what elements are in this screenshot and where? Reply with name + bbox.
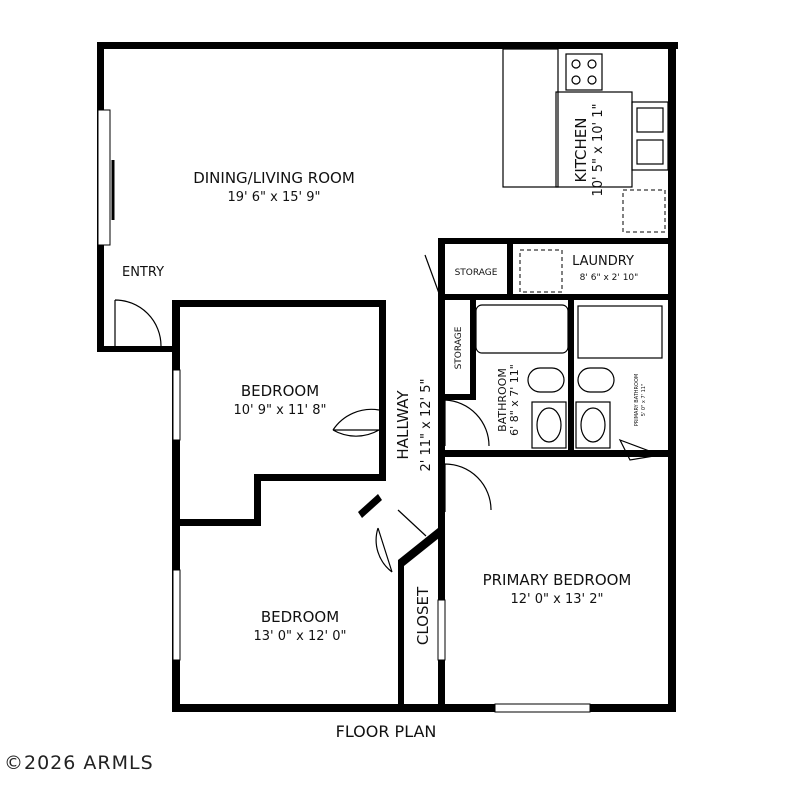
room-name: BEDROOM <box>241 382 319 400</box>
watermark: ©2026 ARMLS <box>4 752 154 774</box>
room-dining-living: DINING/LIVING ROOM 19' 6" x 15' 9" <box>193 169 355 205</box>
room-entry: ENTRY <box>122 265 164 280</box>
room-name: BEDROOM <box>261 608 339 626</box>
room-size: 10' 9" x 11' 8" <box>234 403 327 418</box>
room-name: LAUNDRY <box>572 254 634 269</box>
room-name: BATHROOM <box>496 368 509 432</box>
room-bedroom-2: BEDROOM 13' 0" x 12' 0" <box>254 608 347 644</box>
fixtures <box>475 48 669 449</box>
room-size: 8' 6" x 2' 10" <box>580 273 639 283</box>
room-closet: CLOSET <box>414 586 432 645</box>
room-size: 19' 6" x 15' 9" <box>228 190 321 205</box>
room-laundry: LAUNDRY 8' 6" x 2' 10" <box>572 254 638 283</box>
doors <box>114 254 663 573</box>
floor-plan-title: FLOOR PLAN <box>335 722 437 741</box>
room-name: PRIMARY BEDROOM <box>483 571 632 589</box>
room-size: 5' 0" x 7' 11" <box>641 384 647 417</box>
room-name: PRIMARY BATHROOM <box>634 374 640 426</box>
room-size: 6' 8" x 7' 11" <box>508 364 521 436</box>
room-size: 2' 11" x 12' 5" <box>419 379 434 472</box>
room-storage: STORAGE <box>455 268 498 278</box>
room-kitchen: KITCHEN 10' 5" x 10' 1" <box>572 104 606 197</box>
room-name: HALLWAY <box>394 390 412 460</box>
room-storage-2: STORAGE <box>454 326 464 369</box>
room-primary-bathroom: PRIMARY BATHROOM 5' 0" x 7' 11" <box>634 374 647 426</box>
room-size: 13' 0" x 12' 0" <box>254 629 347 644</box>
room-name: KITCHEN <box>572 118 590 183</box>
room-bathroom: BATHROOM 6' 8" x 7' 11" <box>496 364 521 436</box>
room-name: DINING/LIVING ROOM <box>193 169 355 187</box>
room-primary-bedroom: PRIMARY BEDROOM 12' 0" x 13' 2" <box>483 571 632 607</box>
room-bedroom-1: BEDROOM 10' 9" x 11' 8" <box>234 382 327 418</box>
room-size: 10' 5" x 10' 1" <box>591 104 606 197</box>
room-size: 12' 0" x 13' 2" <box>511 592 604 607</box>
room-hallway: HALLWAY 2' 11" x 12' 5" <box>394 379 434 472</box>
windows <box>97 109 591 713</box>
